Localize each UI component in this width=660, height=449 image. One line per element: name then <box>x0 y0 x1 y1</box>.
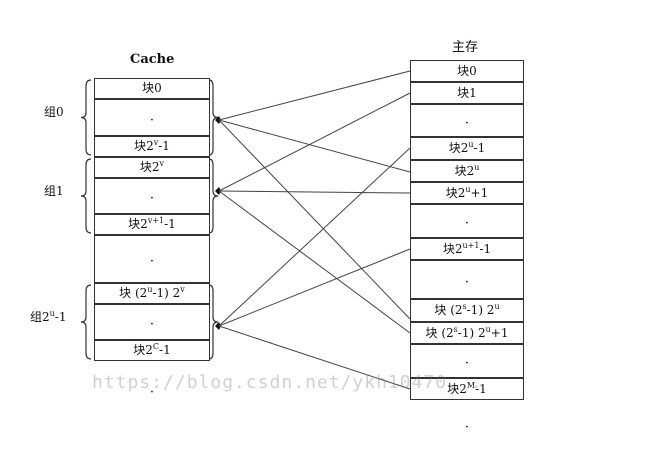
cache-block-exponent: v+1 <box>147 216 165 225</box>
group-connector-0 <box>215 116 221 124</box>
memory-block-suffix: -1) 2 <box>466 303 495 317</box>
cache-block-8: · · · <box>94 304 210 400</box>
memory-block-exponent: s <box>462 302 467 311</box>
group-label-text: 组2 <box>30 310 50 324</box>
cache-block-2: 块2v-1 <box>94 136 210 157</box>
mapping-line-0-2 <box>218 119 411 320</box>
cache-block-0: 块0 <box>94 78 210 99</box>
memory-block-text: 块 (2 <box>434 303 463 317</box>
cache-block-exponent: C <box>152 342 160 351</box>
memory-block-exponent: M <box>466 381 476 390</box>
group-label-1: 组1 <box>44 182 64 199</box>
memory-block-exponent: u <box>474 163 480 172</box>
mapping-line-1-2 <box>218 190 411 334</box>
cache-block-3: 块2v <box>94 157 210 178</box>
memory-block-9: 块 (2s-1) 2u <box>410 299 524 322</box>
memory-block-text: 块 (2 <box>425 326 454 340</box>
cache-block-text: 块2 <box>134 139 154 153</box>
memory-block-exponent-2: u <box>485 325 491 334</box>
cache-block-5: 块2v+1-1 <box>94 214 210 235</box>
memory-block-text: 块1 <box>457 86 477 100</box>
memory-block-exponent: s <box>453 325 458 334</box>
memory-block-suffix: -1 <box>479 242 492 256</box>
cache-block-1: · · · <box>94 99 210 198</box>
cache-block-6: · · · <box>94 235 210 361</box>
group-left-brace-1 <box>80 158 92 234</box>
memory-block-text: 块2 <box>442 242 463 256</box>
memory-block-exponent: u <box>465 185 471 194</box>
group-label-2: 组2u-1 <box>30 308 67 325</box>
memory-block-3: 块2u-1 <box>410 137 524 160</box>
cache-block-suffix: -1) 2 <box>152 286 181 300</box>
group-connector-2 <box>215 322 221 330</box>
group-label-text: 组0 <box>44 105 64 119</box>
group-label-text: 组1 <box>44 184 64 198</box>
cache-block-text: 块0 <box>142 81 162 95</box>
cache-title: Cache <box>130 52 175 67</box>
group-label-0: 组0 <box>44 103 64 120</box>
memory-block-exponent: u+1 <box>462 241 480 250</box>
watermark: https://blog.csdn.net/ykh10470... <box>92 372 483 393</box>
memory-block-suffix-2: +1 <box>490 326 509 340</box>
cache-block-text: 块2 <box>139 160 160 174</box>
memory-block-10: 块 (2s-1) 2u+1 <box>410 322 524 344</box>
mapping-line-2-2 <box>218 325 411 390</box>
group-right-brace-1 <box>208 158 219 234</box>
memory-block-4: 块2u <box>410 160 524 182</box>
cache-block-9: 块2C-1 <box>94 340 210 361</box>
group-right-brace-0 <box>208 79 219 156</box>
cache-block-exponent-2: v <box>180 285 185 294</box>
group-right-brace-2 <box>208 284 219 360</box>
cache-block-suffix: -1 <box>159 343 171 357</box>
memory-block-suffix: -1 <box>475 382 487 396</box>
cache-block-text: 块 (2 <box>119 286 148 300</box>
cache-block-text: 块2 <box>133 343 153 357</box>
memory-block-text: 块0 <box>457 64 477 78</box>
memory-block-11: · · · <box>410 344 524 435</box>
memory-block-text: 块2 <box>454 164 475 178</box>
cache-block-suffix: -1 <box>164 217 176 231</box>
cache-block-4: · · · <box>94 178 210 274</box>
cache-block-exponent: u <box>147 285 153 294</box>
memory-block-8: · · · <box>410 260 524 364</box>
cache-block-exponent: v <box>153 138 159 147</box>
mapping-line-1-1 <box>218 190 411 194</box>
memory-block-2: · · · <box>410 104 524 193</box>
cache-block-suffix: -1 <box>158 139 170 153</box>
memory-block-5: 块2u+1 <box>410 182 524 204</box>
mapping-line-0-1 <box>218 119 411 173</box>
memory-block-suffix: -1) 2 <box>457 326 486 340</box>
cache-block-text: 块2 <box>128 217 148 231</box>
memory-block-suffix: +1 <box>470 186 489 200</box>
memory-block-1: 块1 <box>410 82 524 104</box>
mapping-line-1-0 <box>218 92 411 192</box>
group-left-brace-0 <box>80 79 92 156</box>
group-label-suffix: -1 <box>54 310 67 324</box>
memory-title: 主存 <box>452 40 479 55</box>
memory-block-exponent-2: u <box>494 302 500 311</box>
memory-block-6: · · · <box>410 204 524 295</box>
memory-block-text: 块2 <box>448 141 469 155</box>
mapping-line-2-0 <box>218 147 411 327</box>
memory-block-suffix: -1 <box>473 141 486 155</box>
memory-block-12: 块2M-1 <box>410 378 524 400</box>
memory-block-text: 块2 <box>447 382 467 396</box>
memory-block-exponent: u <box>468 140 474 149</box>
mapping-line-2-1 <box>218 248 411 327</box>
mapping-line-0-0 <box>218 70 411 121</box>
group-left-brace-2 <box>80 284 92 360</box>
cache-block-7: 块 (2u-1) 2v <box>94 283 210 304</box>
memory-block-0: 块0 <box>410 60 524 82</box>
memory-block-7: 块2u+1-1 <box>410 238 524 260</box>
group-label-exponent: u <box>49 309 55 318</box>
memory-block-text: 块2 <box>445 186 466 200</box>
cache-block-exponent: v <box>159 159 165 168</box>
group-connector-1 <box>215 187 221 195</box>
